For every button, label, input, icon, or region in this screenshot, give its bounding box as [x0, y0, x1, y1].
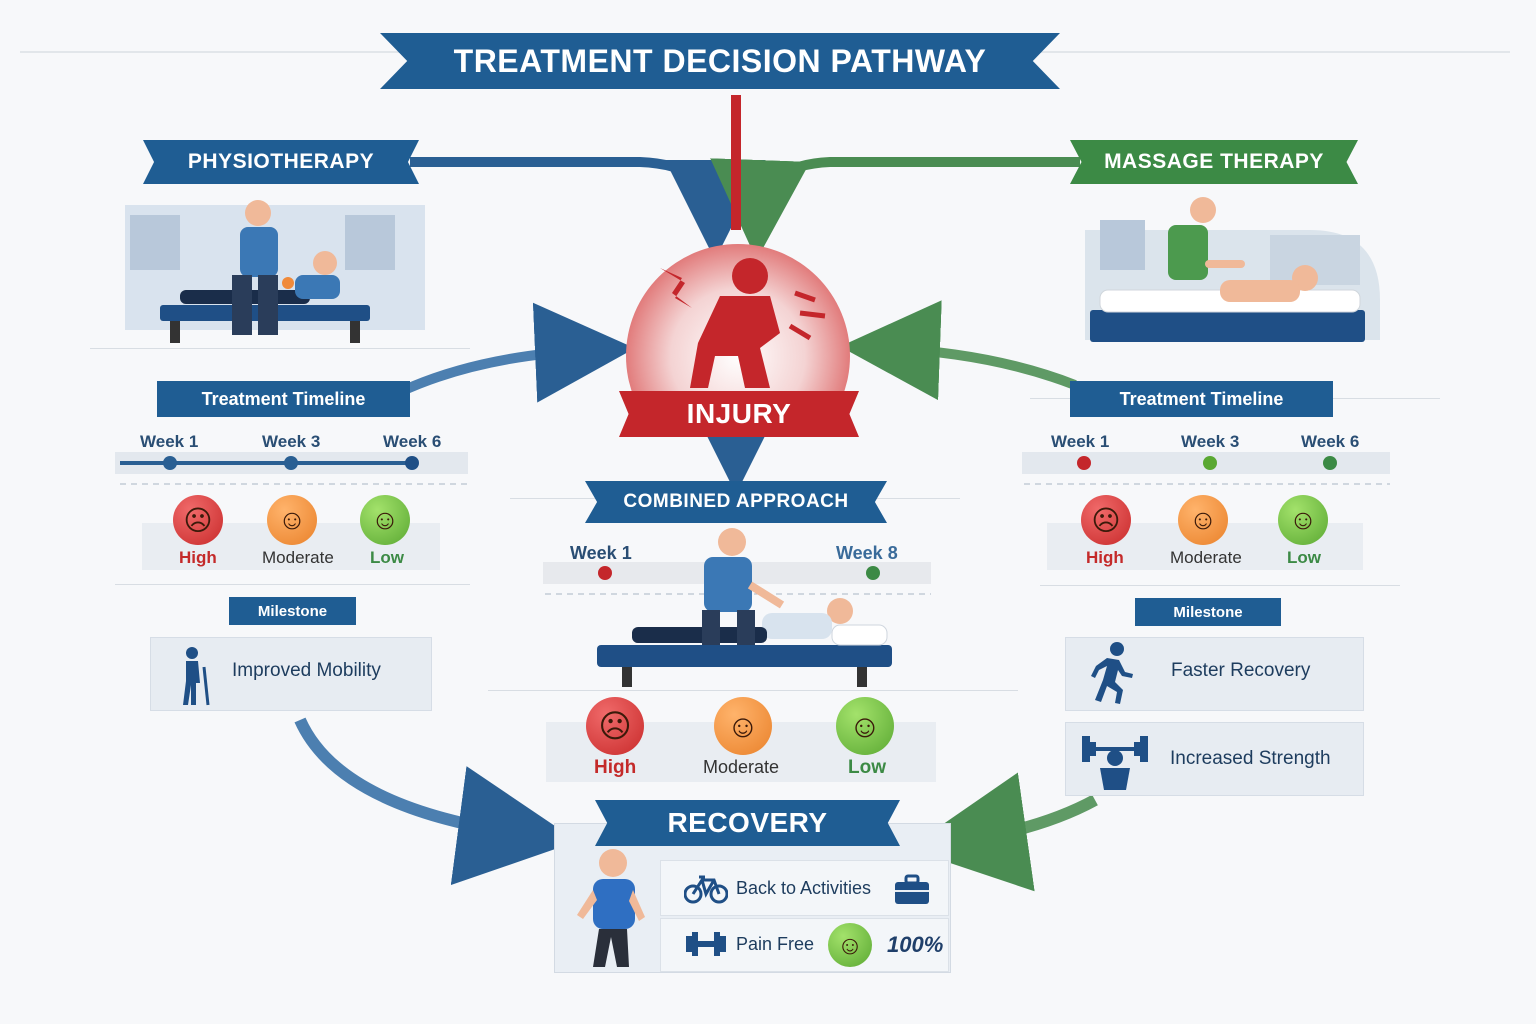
right-high-face-icon: ☹ [1081, 495, 1131, 545]
recovery-banner: RECOVERY [595, 800, 900, 846]
dumbbell-icon [686, 932, 726, 956]
left-week-1: Week 1 [140, 432, 199, 451]
right-timeline-label: Treatment Timeline [1070, 381, 1333, 417]
right-timeline-label-text: Treatment Timeline [1119, 388, 1284, 409]
center-week-8: Week 8 [836, 543, 898, 563]
injury-banner-text: INJURY [686, 398, 792, 429]
injury-illustration [626, 244, 850, 413]
recovered-person-illustration [577, 849, 645, 967]
recovery-item-2-text: Pain Free [736, 934, 815, 954]
recovery-item-1-text: Back to Activities [736, 878, 872, 898]
right-level-moderate: Moderate [1170, 548, 1242, 567]
strength-icon [1082, 736, 1148, 790]
center-week-1: Week 1 [570, 543, 632, 563]
right-level-high: High [1086, 548, 1124, 567]
left-level-high: High [179, 548, 217, 567]
briefcase-icon [895, 874, 929, 904]
left-level-low: Low [370, 548, 404, 567]
right-milestone-label-text: Milestone [1173, 603, 1243, 621]
combined-approach-banner: COMBINED APPROACH [585, 481, 887, 523]
recovery-percent: 100% [887, 932, 944, 957]
right-moderate-face-icon: ☺ [1178, 495, 1228, 545]
left-timeline-label: Treatment Timeline [157, 381, 410, 417]
left-level-moderate: Moderate [262, 548, 334, 567]
center-level-low: Low [848, 757, 886, 778]
page-title: TREATMENT DECISION PATHWAY [380, 33, 1060, 89]
recovery-banner-text: RECOVERY [667, 807, 828, 838]
walking-cane-icon [183, 647, 210, 706]
right-level-low: Low [1287, 548, 1321, 567]
right-timeline-bar [1022, 452, 1390, 485]
injury-banner: INJURY [619, 391, 859, 437]
right-milestone-label: Milestone [1135, 598, 1281, 626]
left-week-6: Week 6 [383, 432, 442, 451]
right-milestone-1: Faster Recovery [1171, 660, 1311, 681]
right-week-1: Week 1 [1051, 432, 1110, 451]
center-moderate-face-icon: ☺ [714, 697, 772, 755]
left-week-3: Week 3 [262, 432, 321, 451]
bicycle-icon [684, 875, 728, 904]
left-milestone-1: Improved Mobility [232, 660, 381, 681]
running-icon [1091, 642, 1133, 704]
center-level-moderate: Moderate [703, 757, 780, 777]
left-high-face-icon: ☹ [173, 495, 223, 545]
physiotherapy-header-text: PHYSIOTHERAPY [187, 150, 375, 173]
center-low-face-icon: ☺ [836, 697, 894, 755]
physiotherapy-illustration [125, 200, 425, 343]
center-level-high: High [594, 757, 637, 778]
massage-therapy-header-text: MASSAGE THERAPY [1104, 150, 1324, 173]
physiotherapy-header: PHYSIOTHERAPY [143, 140, 419, 184]
left-milestone-card [150, 637, 432, 711]
left-timeline-bar [115, 452, 468, 485]
massage-therapy-header: MASSAGE THERAPY [1070, 140, 1358, 184]
left-milestone-label: Milestone [229, 597, 356, 625]
left-timeline-label-text: Treatment Timeline [201, 388, 366, 409]
right-low-face-icon: ☺ [1278, 495, 1328, 545]
left-moderate-face-icon: ☺ [267, 495, 317, 545]
combined-treatment-illustration [597, 528, 892, 687]
combined-approach-text: COMBINED APPROACH [623, 491, 849, 512]
page-title-text: TREATMENT DECISION PATHWAY [453, 42, 987, 79]
massage-therapy-illustration [1085, 197, 1380, 342]
right-week-6: Week 6 [1301, 432, 1360, 451]
right-week-3: Week 3 [1181, 432, 1240, 451]
right-milestone-2: Increased Strength [1170, 748, 1331, 769]
smiley-icon: ☺ [828, 923, 872, 967]
left-low-face-icon: ☺ [360, 495, 410, 545]
left-milestone-label-text: Milestone [257, 602, 328, 620]
center-high-face-icon: ☹ [586, 697, 644, 755]
